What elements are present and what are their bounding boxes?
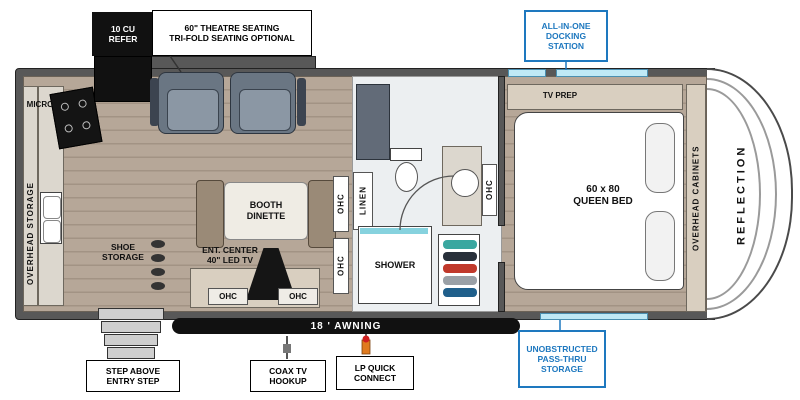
interior-wall: [498, 76, 505, 226]
entry-step: [104, 334, 158, 346]
coax-callout: COAX TV HOOKUP: [250, 360, 326, 392]
lp-connect-icon: [361, 334, 371, 355]
shelf-item: [443, 276, 477, 285]
toilet-tank: [390, 148, 422, 161]
overhead-cabinets: [686, 84, 706, 312]
ohc-label: OHC: [219, 291, 237, 301]
shoe-rack: [151, 240, 165, 248]
shower-label: SHOWER: [374, 259, 416, 270]
seat-cushion: [167, 89, 219, 131]
sink-bowl: [43, 220, 61, 243]
pillow: [645, 123, 675, 193]
refer-callout: 10 CU REFER: [92, 12, 154, 56]
theatre-seat: [230, 72, 296, 134]
seat-cushion: [239, 89, 291, 131]
shoe-storage-label: SHOE STORAGE: [102, 241, 144, 262]
toilet-bowl: [395, 162, 418, 192]
window: [508, 69, 546, 77]
seat-armrest: [150, 78, 159, 126]
booth-dinette-label: BOOTH DINETTE: [246, 200, 286, 221]
lp-connect-callout: LP QUICK CONNECT: [336, 356, 414, 390]
theatre-leader-line: [169, 55, 182, 73]
coax-hookup-icon: [283, 336, 291, 359]
shower: [358, 226, 432, 304]
ohc-cabinet: [333, 176, 349, 232]
window: [556, 69, 648, 77]
shelf-item: [443, 240, 477, 249]
shelf-item: [443, 288, 477, 297]
shoe-rack: [151, 282, 165, 290]
shower-trim: [360, 228, 428, 234]
entry-step: [101, 321, 161, 333]
pass-thru-callout: UNOBSTRUCTED PASS-THRU STORAGE: [518, 330, 606, 388]
seat-armrest: [297, 78, 306, 126]
ohc-cabinet: [482, 164, 497, 216]
dinette-bench: [196, 180, 224, 248]
tv-prep-label: TV PREP: [542, 91, 578, 101]
ohc-cabinet: [333, 238, 349, 294]
bath-door-arc: [399, 175, 455, 231]
theatre-seat: [158, 72, 224, 134]
bath-vanity: [442, 146, 482, 226]
vanity-sink: [451, 169, 479, 197]
kitchen-sink: [40, 192, 62, 244]
shelf-item: [443, 252, 477, 261]
ohc-label: OHC: [289, 291, 307, 301]
shoe-rack: [151, 254, 165, 262]
dinette-table: [224, 182, 308, 240]
window: [540, 313, 648, 320]
queen-bed-label: 60 x 80 QUEEN BED: [573, 184, 633, 207]
ohc-cabinet: [208, 288, 248, 305]
bedroom-dresser: [507, 84, 683, 110]
sink-bowl: [43, 196, 61, 219]
entry-step-callout: STEP ABOVE ENTRY STEP: [86, 360, 180, 392]
awning-bar: 18 ' AWNING: [172, 318, 520, 334]
ohc-cabinet: [278, 288, 318, 305]
interior-wall: [498, 262, 505, 312]
queen-bed: [514, 112, 684, 290]
docking-station-callout: ALL-IN-ONE DOCKING STATION: [524, 10, 608, 62]
entry-step: [98, 308, 164, 320]
refrigerator: [94, 56, 152, 102]
ent-center-label: ENT. CENTER 40" LED TV: [202, 244, 258, 265]
entry-step: [107, 347, 155, 359]
shoe-rack: [151, 268, 165, 276]
overhead-storage-cabinet: [23, 86, 38, 306]
micro-label: MICRO: [26, 100, 54, 110]
bath-wardrobe: [356, 84, 390, 160]
theatre-callout: 60" THEATRE SEATING TRI-FOLD SEATING OPT…: [152, 10, 312, 56]
shelf-item: [443, 264, 477, 273]
pillow: [645, 211, 675, 281]
wardrobe-shelves: [438, 234, 480, 306]
